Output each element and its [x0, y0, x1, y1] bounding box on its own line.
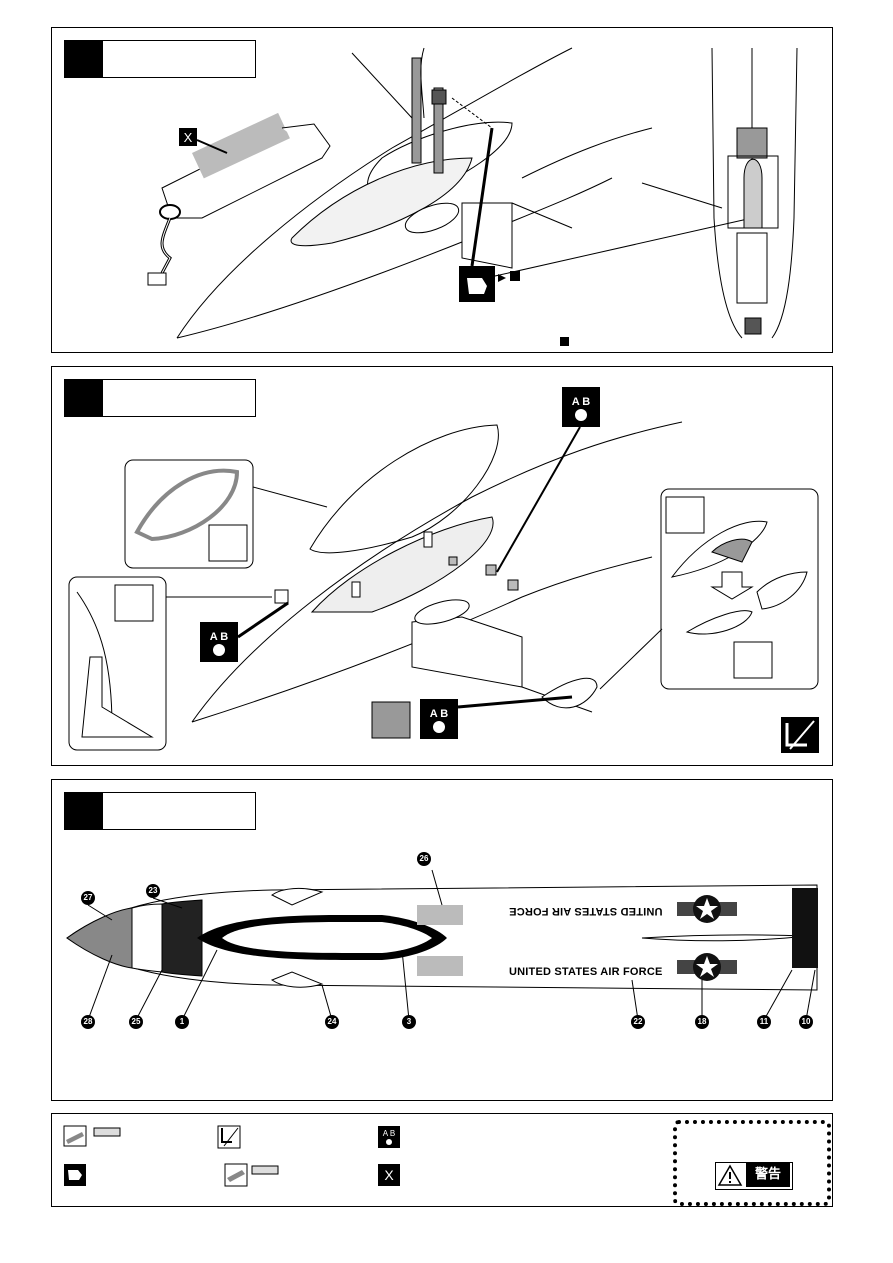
glue-brush-icon: [224, 1163, 279, 1187]
warning-label: 警告: [746, 1163, 790, 1187]
ab-icon-left: A B: [200, 622, 238, 662]
callout-10: 10: [799, 1015, 813, 1029]
canopy-illustration: A B A B A B: [68, 387, 819, 753]
ab-legend-icon: A B: [378, 1126, 400, 1148]
ab-icon-bottom: A B: [420, 699, 458, 739]
step-header: [64, 792, 256, 830]
step-header: [64, 379, 256, 417]
sandpaper-icon: [63, 1125, 121, 1147]
callout-11: 11: [757, 1015, 771, 1029]
callout-22: 22: [631, 1015, 645, 1029]
callout-27: 27: [81, 891, 95, 905]
warning-badge: 警告: [715, 1162, 793, 1190]
callout-25: 25: [129, 1015, 143, 1029]
step-number-block: [65, 380, 103, 416]
fuselage-battery-illustration: X: [147, 47, 798, 346]
svg-text:A B: A B: [210, 631, 229, 643]
x-mark-icon: X: [184, 130, 193, 145]
svg-text:X: X: [384, 1167, 394, 1183]
warning-triangle-icon: [717, 1164, 743, 1186]
lr-icon: [781, 717, 819, 753]
decal-layout-illustration: [66, 869, 818, 1021]
panel-canopy-assembly: A B A B A B: [51, 366, 833, 766]
warning-box: 警告: [673, 1120, 831, 1206]
step-number-block: [65, 41, 103, 77]
panel-decal-application: UNITED STATES AIR FORCE UNITED STATES AI…: [51, 779, 833, 1101]
svg-text:A B: A B: [572, 396, 591, 408]
roundel-bottom: [677, 953, 737, 981]
callout-18: 18: [695, 1015, 709, 1029]
callout-24: 24: [325, 1015, 339, 1029]
usaf-text-lower: UNITED STATES AIR FORCE: [509, 966, 663, 978]
callout-26: 26: [417, 852, 431, 866]
callout-1: 1: [175, 1015, 189, 1029]
x-legend-icon: X: [378, 1164, 400, 1186]
callout-28: 28: [81, 1015, 95, 1029]
legend-icons: A B X: [63, 1125, 400, 1187]
step-number-block: [65, 793, 103, 829]
step-header: [64, 40, 256, 78]
svg-text:A B: A B: [383, 1129, 395, 1138]
usaf-text-upper: UNITED STATES AIR FORCE: [509, 905, 663, 917]
callout-23: 23: [146, 884, 160, 898]
ab-icon-top: A B: [562, 387, 600, 427]
svg-text:A B: A B: [430, 708, 449, 720]
callout-3: 3: [402, 1015, 416, 1029]
legend-panel: A B X 警告: [51, 1113, 833, 1207]
hand-pointer-legend-icon: [64, 1164, 86, 1186]
lr-legend-icon: [217, 1125, 241, 1149]
panel-battery-install: X: [51, 27, 833, 353]
roundel-top: [677, 895, 737, 923]
